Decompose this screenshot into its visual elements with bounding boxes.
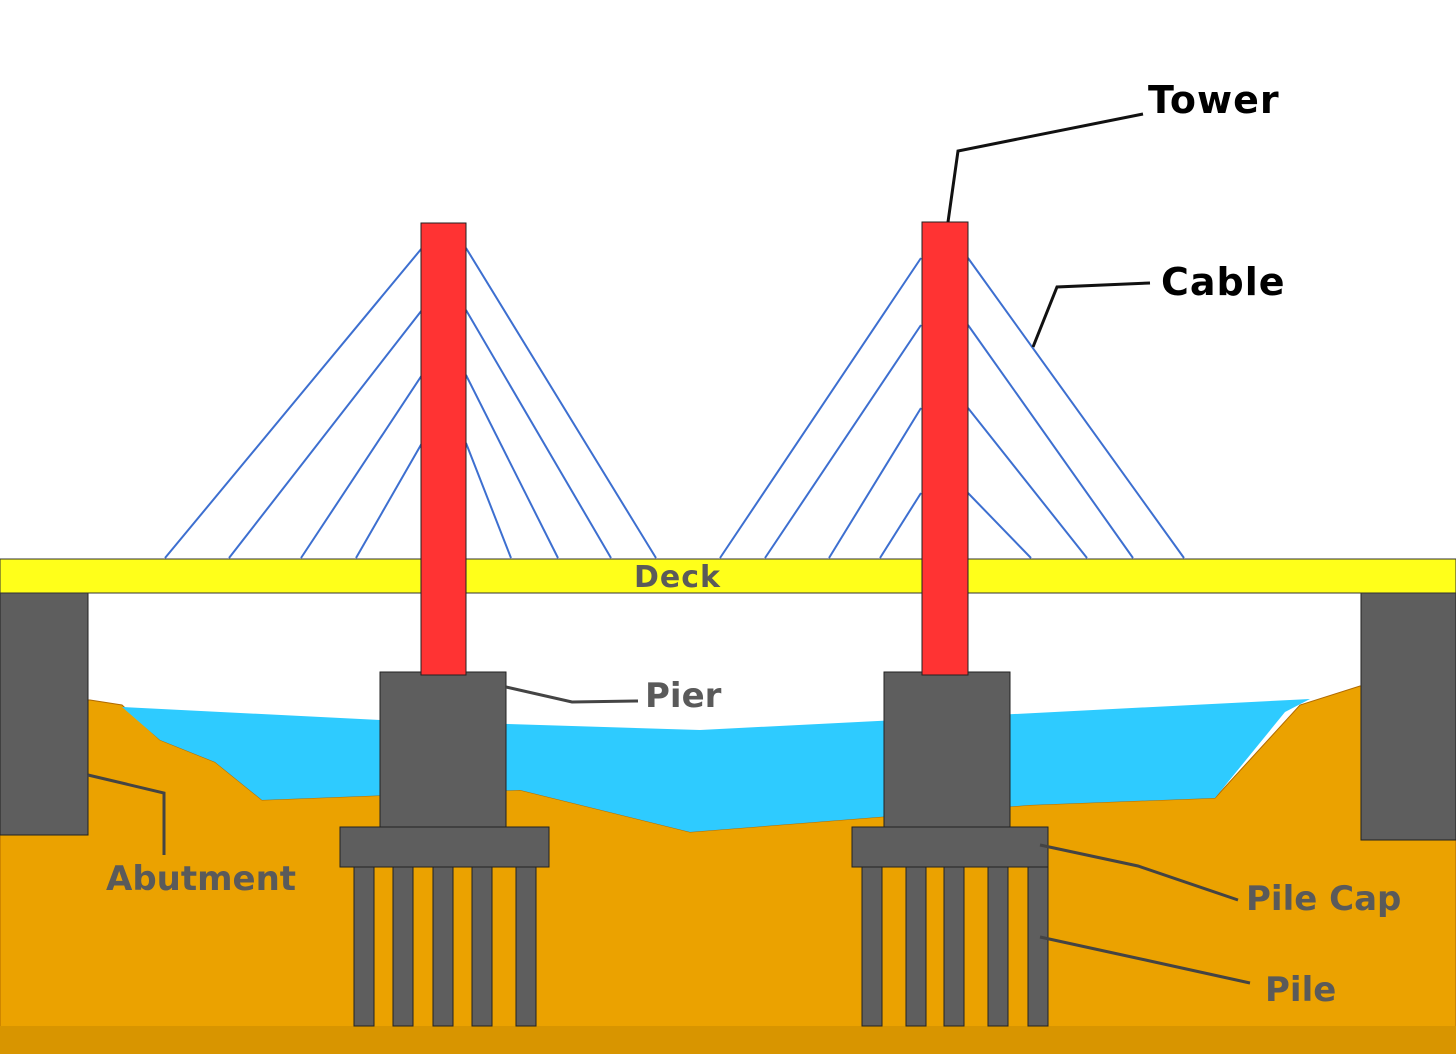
pile (905, 865, 927, 1027)
pile-cap-right (851, 826, 1049, 868)
pile (392, 865, 414, 1027)
pile-cap-label: Pile Cap (1246, 879, 1401, 919)
pile (987, 865, 1009, 1027)
pier-left (379, 671, 507, 828)
cables-left-tower (164, 247, 657, 559)
pier-assembly-left (339, 671, 550, 1027)
pile (1027, 865, 1049, 1027)
pile (861, 865, 883, 1027)
cables-right-tower (719, 257, 1185, 559)
tower-right (921, 221, 969, 676)
pier-assembly-right (851, 671, 1049, 1027)
abutment-leader-line (87, 773, 166, 855)
pile (943, 865, 965, 1027)
abutment-right (1360, 590, 1456, 841)
abutment-left (0, 592, 89, 836)
cable-label: Cable (1161, 260, 1286, 304)
ground-bottom-band (0, 1026, 1456, 1054)
deck-label: Deck (634, 560, 721, 595)
pile (353, 865, 375, 1027)
pile-cap-left (339, 826, 550, 868)
tower-left (420, 222, 467, 676)
pile (432, 865, 454, 1027)
deck (0, 558, 1456, 594)
abutment-label: Abutment (106, 859, 296, 899)
pier-label: Pier (645, 676, 722, 716)
cable-leader-line (1031, 281, 1151, 348)
tower-leader-line (946, 112, 1144, 223)
tower-label: Tower (1148, 78, 1280, 122)
pile-label: Pile (1265, 970, 1336, 1010)
pile-leader-line (1039, 935, 1251, 985)
pile-cap-leader-line (1039, 843, 1239, 902)
pier-right (883, 671, 1011, 828)
pile (515, 865, 537, 1027)
pier-leader-line (505, 685, 639, 704)
pile (471, 865, 493, 1027)
